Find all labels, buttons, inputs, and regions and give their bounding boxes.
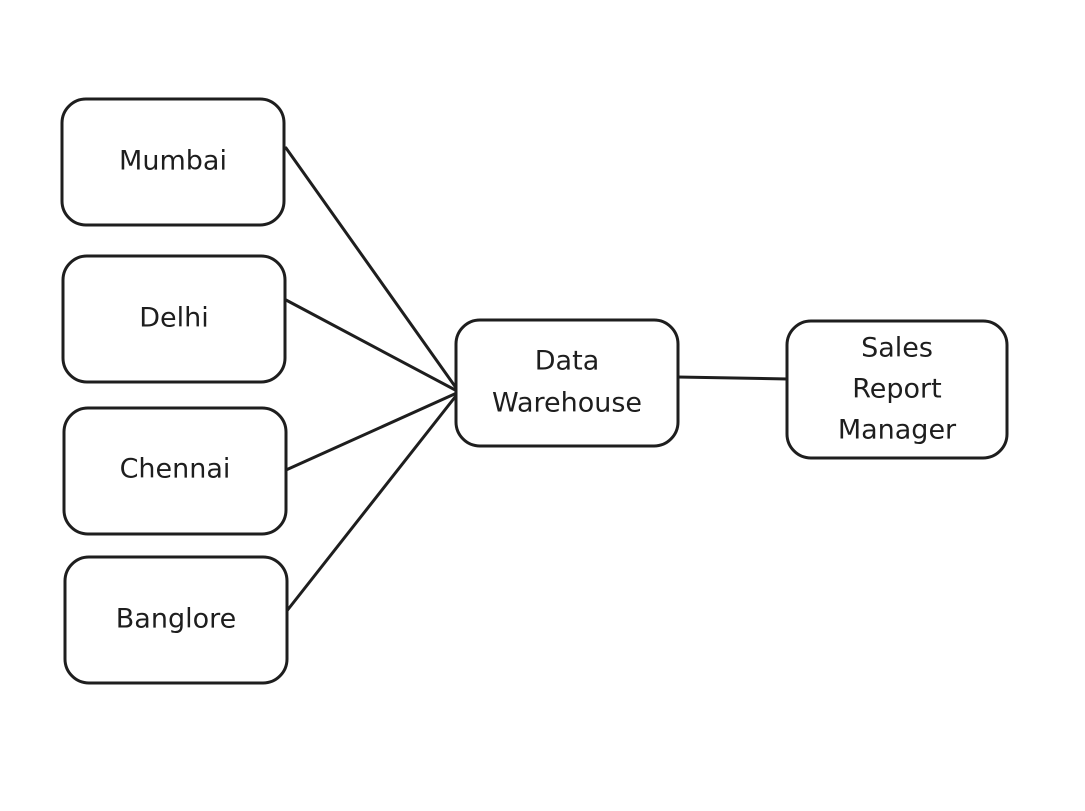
edge-mumbai-warehouse — [284, 146, 461, 394]
edge-banglore-warehouse — [284, 390, 461, 614]
node-banglore[interactable]: Banglore — [63, 555, 289, 685]
edges — [284, 146, 790, 614]
node-sales-report-manager[interactable]: Sales Report Manager — [785, 319, 1009, 460]
edge-delhi-warehouse — [284, 298, 461, 394]
node-mumbai[interactable]: Mumbai — [60, 97, 286, 227]
node-mumbai-label: Mumbai — [119, 146, 227, 177]
node-delhi-box — [61, 254, 287, 384]
node-delhi-label: Delhi — [139, 303, 209, 334]
node-chennai-label: Chennai — [120, 454, 231, 485]
node-data-warehouse[interactable]: Data Warehouse — [454, 318, 680, 448]
node-sales-report-manager-box — [785, 319, 1009, 460]
node-banglore-box — [63, 555, 289, 685]
node-banglore-label: Banglore — [116, 604, 236, 635]
node-chennai-box — [62, 406, 288, 536]
node-chennai[interactable]: Chennai — [62, 406, 288, 536]
node-data-warehouse-label-line-2: Warehouse — [492, 388, 642, 419]
node-data-warehouse-label-line-1: Data — [535, 346, 599, 377]
node-sales-report-manager-label-line-1: Sales — [861, 333, 933, 364]
node-data-warehouse-box — [454, 318, 680, 448]
edge-chennai-warehouse — [284, 390, 461, 472]
node-mumbai-box — [60, 97, 286, 227]
node-sales-report-manager-label-line-2: Report — [852, 374, 942, 405]
node-delhi[interactable]: Delhi — [61, 254, 287, 384]
node-sales-report-manager-label-line-3: Manager — [838, 415, 957, 446]
edge-warehouse-manager — [675, 375, 790, 381]
